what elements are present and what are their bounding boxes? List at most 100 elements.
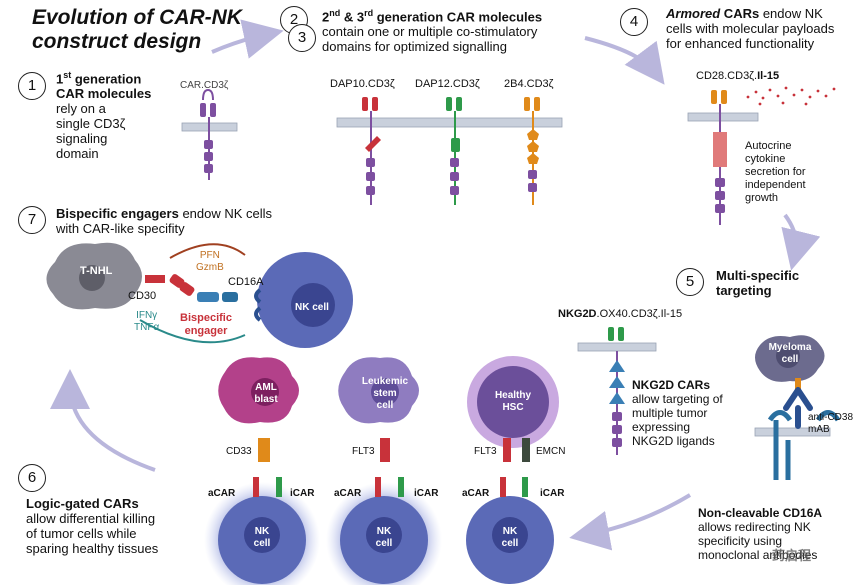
pfn-label: PFN <box>199 250 220 261</box>
step-1-badge: 1 <box>18 72 46 100</box>
nkg2d-line-4: NKG2D ligands <box>632 434 715 448</box>
step-4-line-1: endow NK <box>762 6 823 21</box>
car-2b4 <box>524 97 540 205</box>
emcn-label: EMCN <box>536 446 566 457</box>
step-2-3-text: 2nd & 3rd generation CAR molecules conta… <box>322 6 612 54</box>
cd16a-line-3: monoclonal antibodies <box>698 548 818 562</box>
step-7-badge: 7 <box>18 206 46 234</box>
label-cd28-il15: Il-15 <box>757 70 780 82</box>
step-6-bold: Logic-gated CARs <box>26 496 139 511</box>
nk-cell-label: NK cell <box>295 302 329 313</box>
autocrine-line-2: cytokine <box>745 153 786 165</box>
acar-label-3: aCAR <box>462 488 490 499</box>
ifng-label: IFNγ <box>136 310 158 321</box>
step-1-text: 1st generation CAR molecules rely on a s… <box>56 68 176 161</box>
acar-label-2: aCAR <box>334 488 362 499</box>
step-4-line-2: cells with molecular payloads <box>666 21 835 36</box>
car-dap10 <box>362 97 381 205</box>
step-6-badge: 6 <box>18 464 46 492</box>
step-1-line-4: domain <box>56 146 99 162</box>
leukemic-line-3: cell <box>376 400 394 411</box>
label-nkg2d-rest: .OX40.CD3ζ.Il-15 <box>596 308 683 320</box>
nk-label-3: NK cell <box>498 526 522 550</box>
step-3-bold-end: generation CAR molecules <box>373 9 543 25</box>
cd16a-line-1: allows redirecting NK <box>698 520 811 534</box>
aml-blast-shape <box>218 357 299 424</box>
myeloma-label: Myeloma cell <box>766 342 814 366</box>
ifng-arrow <box>139 319 246 344</box>
step-3-mid: & 3 <box>340 9 365 25</box>
step-5-line-1: Multi-specific <box>716 268 800 283</box>
label-2b4: 2B4.CD3ζ <box>504 78 554 90</box>
antibody-cd38 <box>767 378 841 480</box>
step-5-line-2: targeting <box>716 283 772 298</box>
nk-cell-bispecific <box>254 252 353 348</box>
gzmb-label: GzmB <box>196 262 224 273</box>
label-car-cd3z: CAR.CD3ζ <box>180 80 229 91</box>
myeloma-cell-shape <box>755 335 825 382</box>
step-3-bold-2: 2 <box>322 9 330 25</box>
autocrine-line-4: independent <box>745 179 806 191</box>
leukemic-line-2: stem <box>373 388 397 399</box>
car-dap12 <box>446 97 462 205</box>
step-7-text: Bispecific engagers endow NK cells with … <box>56 206 316 236</box>
title-line-1: Evolution of CAR-NK <box>32 6 242 29</box>
healthy-hsc-shape <box>467 356 559 448</box>
pfn-arrow <box>169 243 246 259</box>
step-1-line-1: rely on a <box>56 101 106 117</box>
leukemic-line-1: Leukemic <box>361 376 409 387</box>
cd33-antigen <box>258 438 270 462</box>
cd16a-line-2: specificity using <box>698 534 783 548</box>
step-3-sup-rd: rd <box>364 8 374 18</box>
step-1-line-3: signaling <box>56 131 108 147</box>
anti-cd38-line-2: mAB <box>808 424 830 435</box>
step-6-text: Logic-gated CARs allow differential kill… <box>26 496 216 556</box>
step-7-bold: Bispecific engagers <box>56 206 179 221</box>
step-4-line-3: for enhanced functionality <box>666 36 815 51</box>
step-4-armored: Armored <box>666 6 721 21</box>
step-4-badge: 4 <box>620 8 648 36</box>
step-1-bold-1: 1 <box>56 71 64 87</box>
nkg2d-line-2: multiple tumor <box>632 406 708 420</box>
nk-label-2: NK cell <box>372 526 396 550</box>
autocrine-text: Autocrine cytokine secretion for indepen… <box>745 140 806 205</box>
car-1st-gen <box>200 89 216 180</box>
icar-label-3: iCAR <box>540 488 565 499</box>
arrow-6-to-7 <box>50 369 156 472</box>
step-1-sup: st <box>63 70 72 80</box>
nkg2d-line-1: allow targeting of <box>632 392 723 406</box>
myeloma-line-1: Myeloma <box>768 342 812 353</box>
healthy-line-2: HSC <box>502 402 524 413</box>
cd33-label: CD33 <box>226 446 252 457</box>
step-3-line-2: domains for optimized signalling <box>322 39 507 55</box>
t-nhl-cell-shape <box>46 242 142 310</box>
bispecific-line-2: engager <box>184 325 228 337</box>
step-3-sup-nd: nd <box>329 8 341 18</box>
step-1-bold-2: generation <box>71 71 142 87</box>
watermark: 药启程 <box>772 548 812 563</box>
nk-cells-bottom <box>204 482 554 585</box>
nkg2d-cars-text: NKG2D CARs allow targeting of multiple t… <box>632 378 723 448</box>
bispecific-engager-shape <box>169 274 238 302</box>
acar-label-1: aCAR <box>208 488 236 499</box>
nk-1-line-2: cell <box>253 538 271 549</box>
figure-title: Evolution of CAR-NK construct design <box>32 6 242 54</box>
step-5-badge: 5 <box>676 268 704 296</box>
autocrine-line-1: Autocrine <box>745 140 792 152</box>
anti-cd38-line-1: anti-CD38 <box>808 412 854 423</box>
nk-2-line-1: NK <box>376 526 392 537</box>
leukemic-label: Leukemic stem cell <box>360 376 410 412</box>
aml-line-2: blast <box>254 394 278 405</box>
bispecific-label: Bispecific engager <box>180 312 232 338</box>
label-cd28-prefix: CD28.CD3ζ. <box>696 70 758 82</box>
aml-label: AML blast <box>248 382 284 406</box>
icar-label-1: iCAR <box>290 488 315 499</box>
nk-1-line-1: NK <box>254 526 270 537</box>
cd16a-label: CD16A <box>228 276 264 288</box>
aml-line-1: AML <box>255 382 277 393</box>
acar-icar-receptors <box>253 477 528 497</box>
step-7-after: endow NK cells <box>178 206 273 221</box>
arrow-5-to-6 <box>569 493 692 551</box>
label-dap10: DAP10.CD3ζ <box>330 78 395 90</box>
flt3-label-1: FLT3 <box>352 446 375 457</box>
